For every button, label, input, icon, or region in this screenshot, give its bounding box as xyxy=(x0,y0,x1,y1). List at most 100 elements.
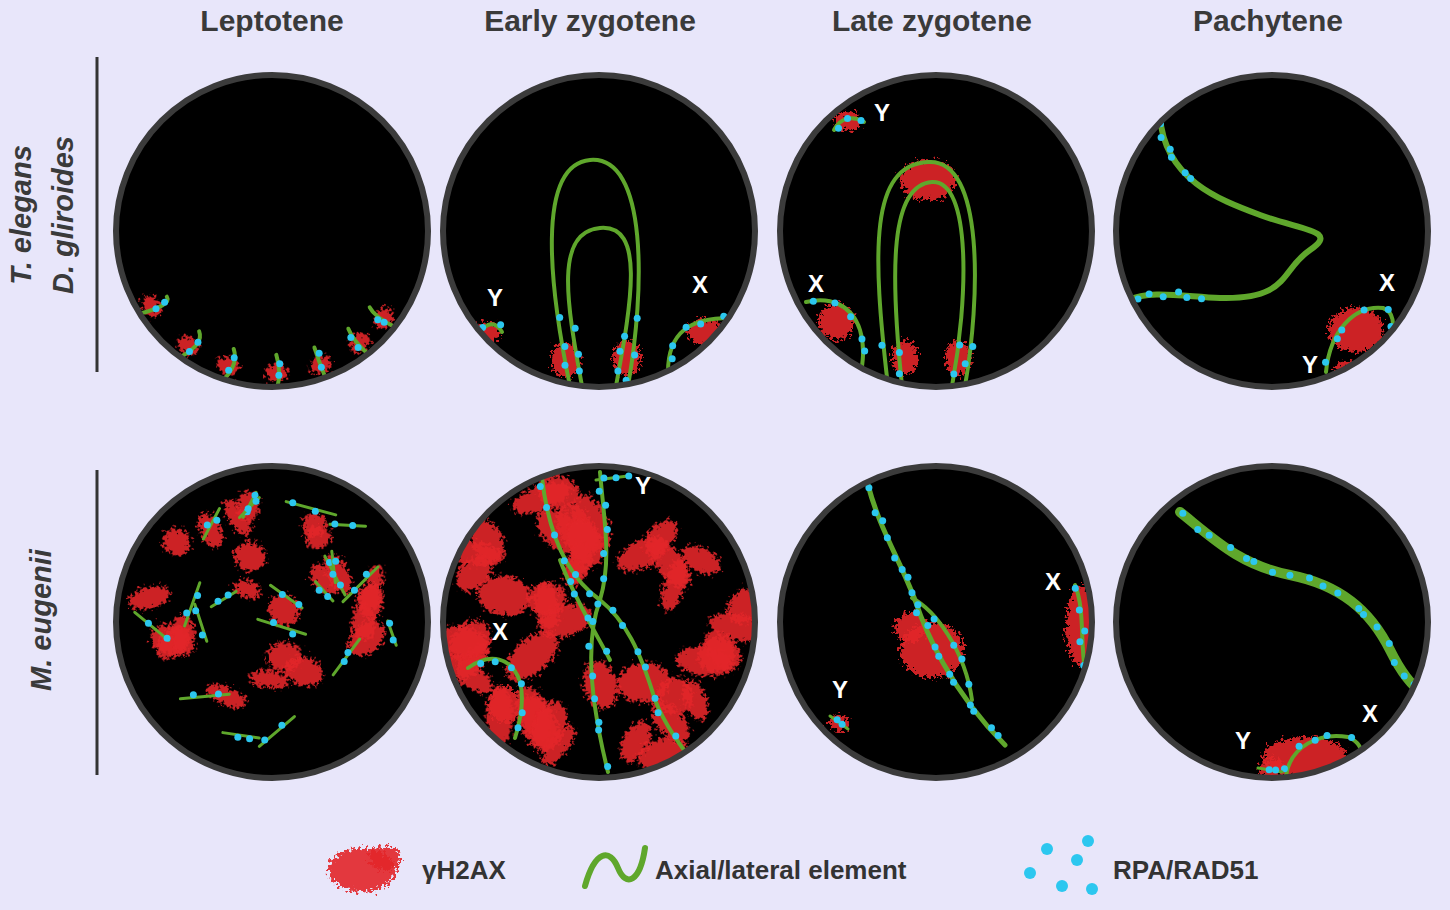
rpa-rad51-focus xyxy=(956,341,963,348)
rpa-rad51-focus xyxy=(561,557,568,564)
axial-element xyxy=(895,182,963,386)
rpa-rad51-focus xyxy=(1385,306,1392,313)
rpa-rad51-focus xyxy=(567,578,574,585)
axial-element xyxy=(333,639,360,675)
rpa-rad51-focus xyxy=(374,316,381,323)
gamma-h2ax-cloud xyxy=(231,538,270,575)
rpa-rad51-focus xyxy=(831,300,838,307)
rpa-rad51-focus xyxy=(652,695,659,702)
rpa-rad51-focus xyxy=(1324,732,1331,739)
gamma-h2ax-cloud xyxy=(126,581,172,614)
nucleus-fill xyxy=(444,76,754,386)
rpa-rad51-focus xyxy=(669,355,676,362)
rpa-rad51-focus xyxy=(279,591,286,598)
axial-element xyxy=(211,591,236,606)
gamma-h2ax-cloud xyxy=(613,340,641,376)
rpa-rad51-focus xyxy=(1362,752,1369,759)
rpa-rad51-focus xyxy=(508,664,515,671)
rpa-rad51-focus xyxy=(390,637,397,644)
rpa-rad51-focus xyxy=(1272,766,1279,773)
rpa-rad51-focus xyxy=(1386,640,1393,647)
gamma-h2ax-cloud xyxy=(194,509,228,551)
rpa-rad51-focus xyxy=(381,319,388,326)
rpa-rad51-focus xyxy=(213,517,220,524)
axial-element xyxy=(868,485,1005,745)
rpa-rad51-focus xyxy=(1227,544,1234,551)
legend-axial-sample xyxy=(585,848,645,886)
rpa-rad51-focus xyxy=(1286,572,1293,579)
axial-element xyxy=(806,300,863,386)
rpa-rad51-focus xyxy=(515,724,522,731)
nucleus-fill xyxy=(1117,76,1427,386)
rpa-rad51-focus xyxy=(1320,582,1327,589)
rpa-rad51-focus xyxy=(904,574,911,581)
legend-focus-sample xyxy=(1056,880,1068,892)
rpa-rad51-focus xyxy=(988,724,995,731)
axial-element xyxy=(270,585,302,608)
legend-text: RPA/RAD51 xyxy=(1113,855,1258,886)
nucleus-border xyxy=(1116,75,1428,387)
rpa-rad51-focus xyxy=(899,566,906,573)
nucleus-border xyxy=(116,466,428,778)
rpa-rad51-focus xyxy=(602,502,609,509)
rpa-rad51-focus xyxy=(355,344,362,351)
rpa-rad51-focus xyxy=(1322,359,1329,366)
axial-element xyxy=(1128,117,1320,300)
rpa-rad51-focus xyxy=(349,522,356,529)
rpa-rad51-focus xyxy=(603,648,610,655)
gamma-h2ax-cloud xyxy=(159,524,194,560)
axial-element xyxy=(203,509,219,539)
rpa-rad51-focus xyxy=(551,532,558,539)
species-label: T. elegans xyxy=(6,145,38,285)
rpa-rad51-focus xyxy=(683,324,690,331)
rpa-rad51-focus xyxy=(225,592,232,599)
rpa-rad51-focus xyxy=(1198,295,1205,302)
rpa-rad51-focus xyxy=(950,642,957,649)
rpa-rad51-focus xyxy=(847,313,854,320)
rpa-rad51-focus xyxy=(604,526,611,533)
rpa-rad51-focus xyxy=(231,354,238,361)
rpa-rad51-focus xyxy=(1374,624,1381,631)
gamma-h2ax-cloud xyxy=(262,589,305,632)
rpa-rad51-focus xyxy=(585,643,592,650)
gamma-h2ax-cloud xyxy=(638,514,684,561)
rpa-rad51-focus xyxy=(595,726,602,733)
nucleus-border xyxy=(443,75,755,387)
rpa-rad51-focus xyxy=(312,508,319,515)
rpa-rad51-focus xyxy=(872,509,879,516)
rpa-rad51-focus xyxy=(697,320,704,327)
rpa-rad51-focus xyxy=(270,619,277,626)
chromosome-label: Y xyxy=(874,100,890,126)
axial-element xyxy=(560,560,610,660)
rpa-rad51-focus xyxy=(591,695,598,702)
rpa-rad51-focus xyxy=(1167,146,1174,153)
rpa-rad51-focus xyxy=(595,719,602,726)
rpa-rad51-focus xyxy=(332,558,339,565)
rpa-rad51-focus xyxy=(186,348,193,355)
chromosome-label: X xyxy=(692,272,708,298)
axial-element xyxy=(259,717,294,747)
rpa-rad51-focus xyxy=(245,505,252,512)
rpa-rad51-focus xyxy=(1250,558,1257,565)
rpa-rad51-focus xyxy=(946,671,953,678)
axial-element xyxy=(140,297,168,314)
row-bracket xyxy=(96,470,99,775)
legend-focus-sample xyxy=(1024,867,1036,879)
rpa-rad51-focus xyxy=(556,314,563,321)
column-header: Leptotene xyxy=(200,4,343,37)
legend-focus-sample xyxy=(1041,843,1053,855)
rpa-rad51-focus xyxy=(995,732,1002,739)
rpa-rad51-focus xyxy=(969,343,976,350)
rpa-rad51-focus xyxy=(363,571,370,578)
gamma-h2ax-cloud xyxy=(526,696,573,755)
rpa-rad51-focus xyxy=(884,534,891,541)
gamma-h2ax-cloud xyxy=(266,641,302,671)
rpa-rad51-focus xyxy=(572,325,579,332)
rpa-rad51-focus xyxy=(183,610,190,617)
species-label: M. eugenii xyxy=(26,549,58,691)
rpa-rad51-focus xyxy=(844,115,851,122)
rpa-rad51-focus xyxy=(329,571,336,578)
nucleus-border xyxy=(780,75,1092,387)
rpa-rad51-focus xyxy=(1334,335,1341,342)
rpa-rad51-focus xyxy=(324,593,331,600)
